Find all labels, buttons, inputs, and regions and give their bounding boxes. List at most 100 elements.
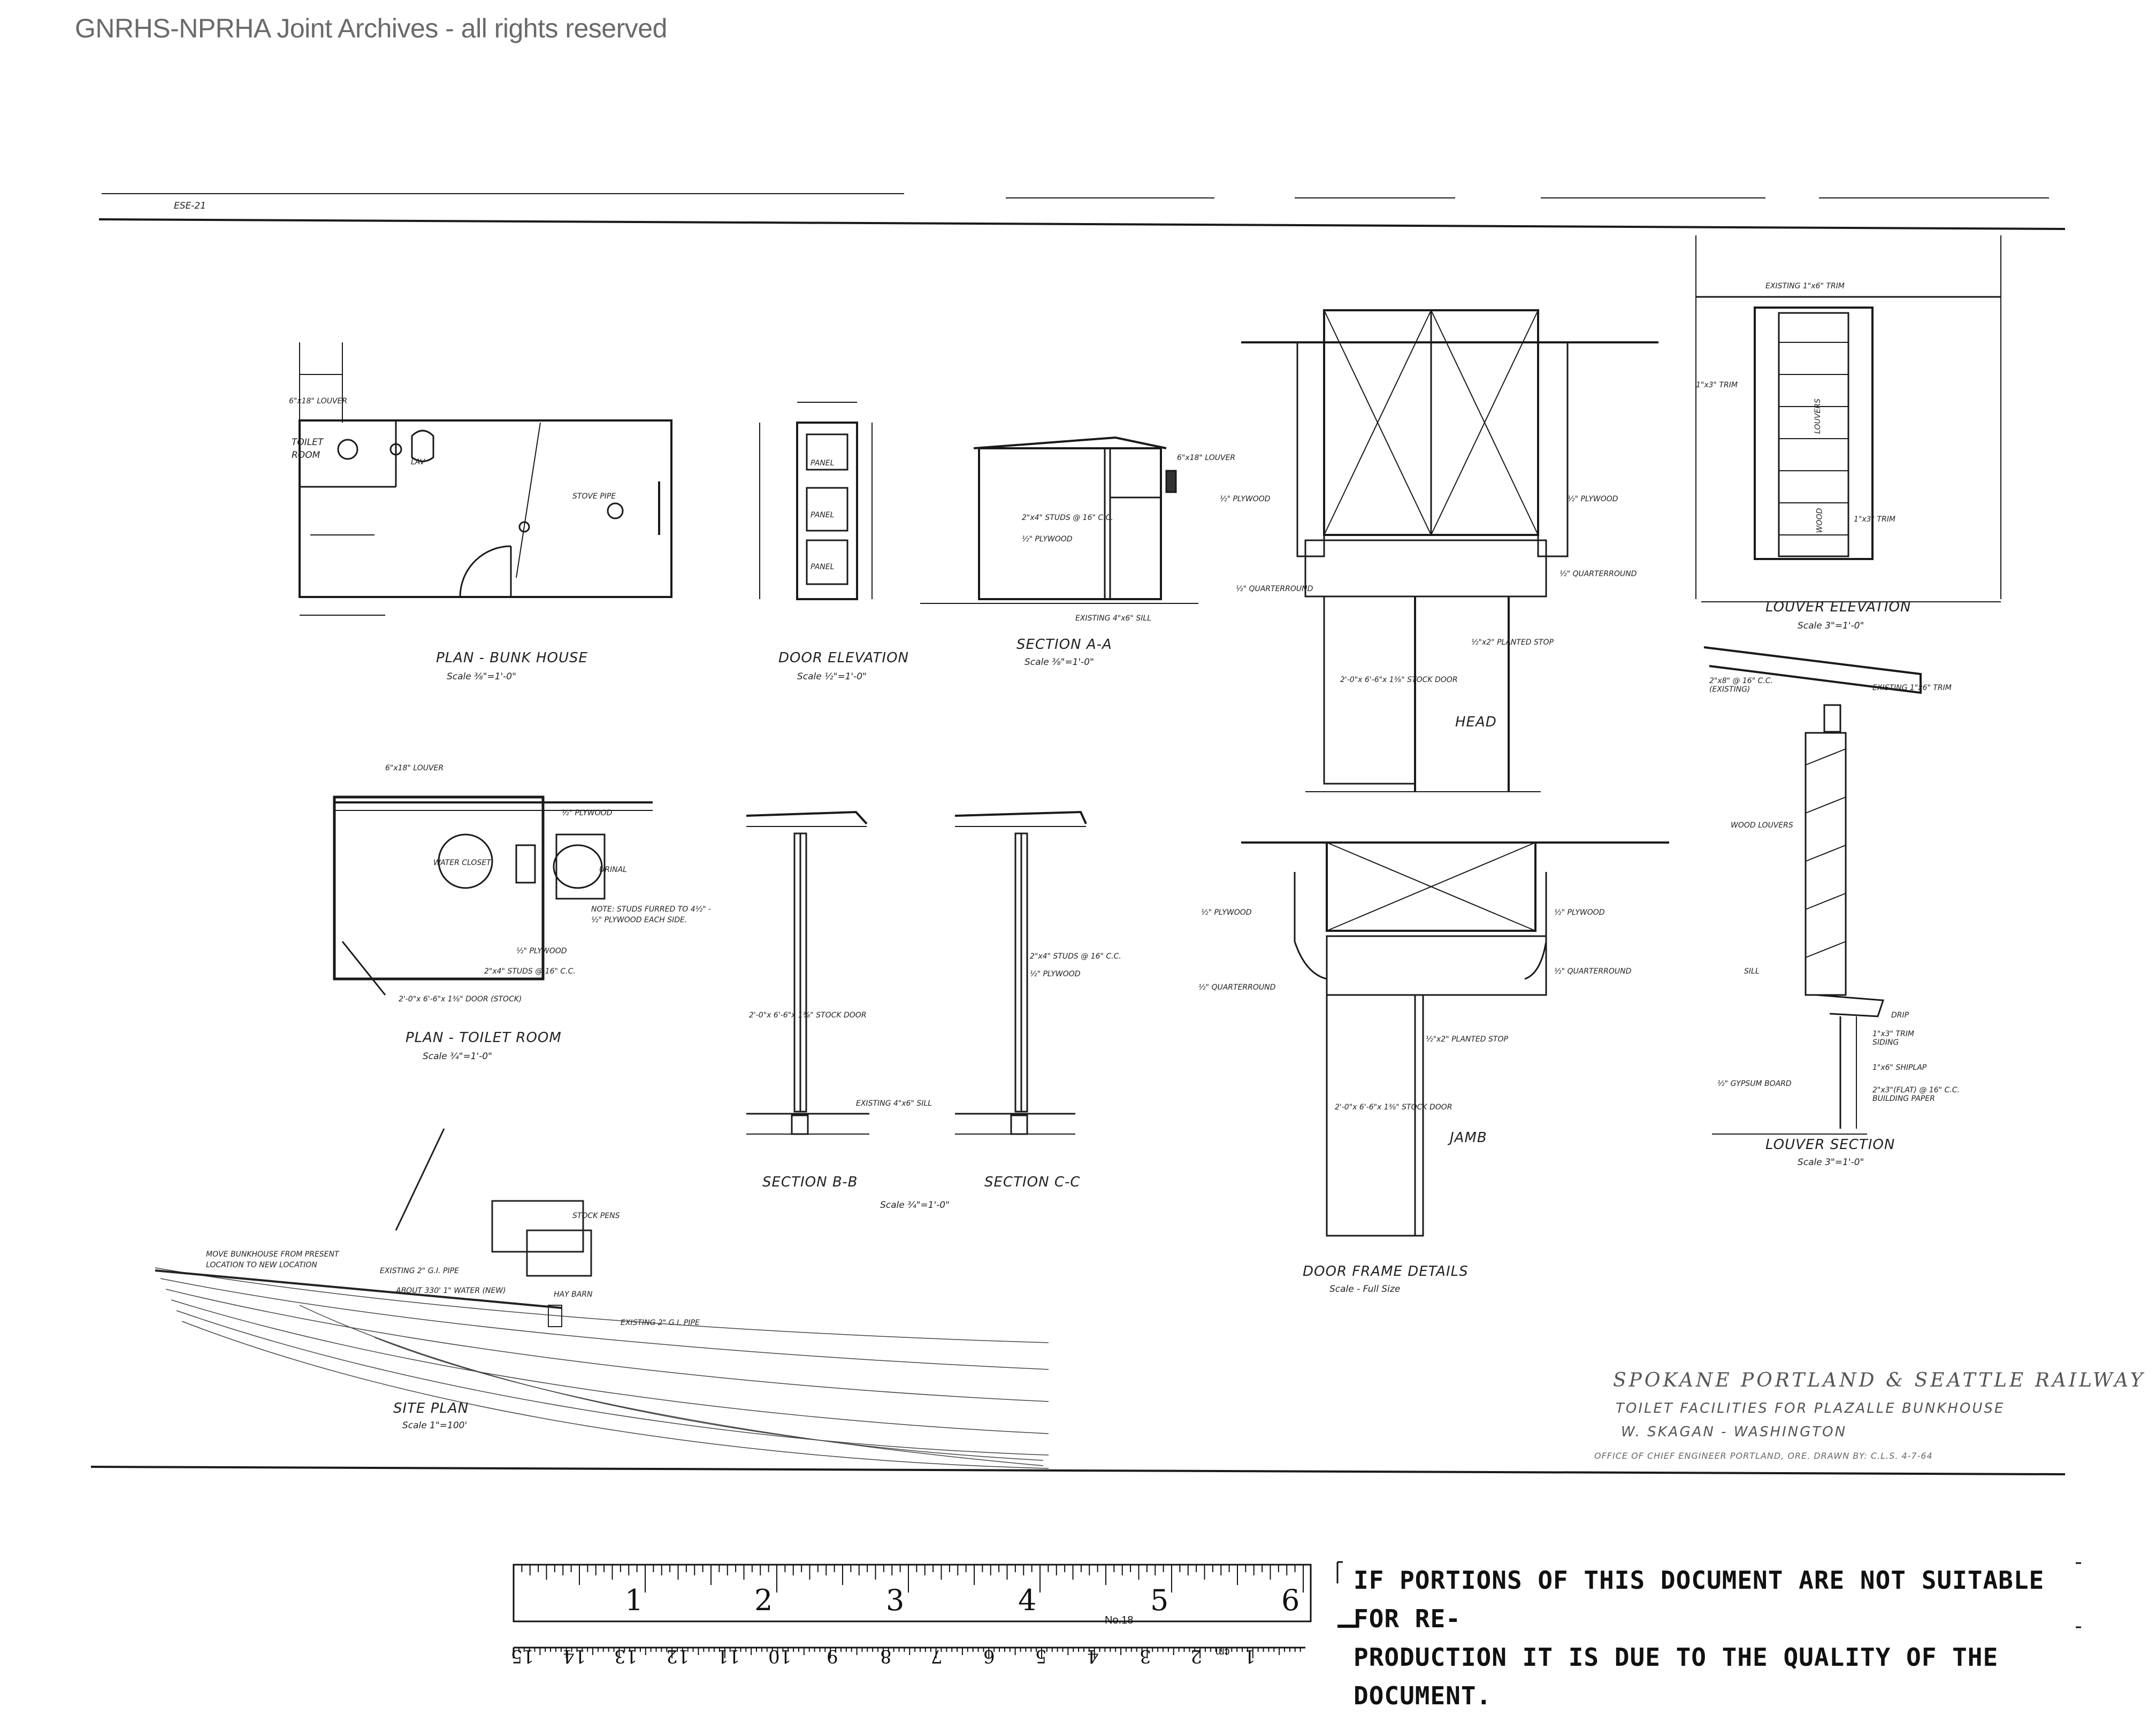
door-elevation-title: DOOR ELEVATION [778, 650, 909, 666]
louver-elev-trim-left: 1"x3" TRIM [1696, 381, 1738, 389]
head-planted-stop: ½"x2" PLANTED STOP [1471, 638, 1554, 647]
move-bunkhouse-note: MOVE BUNKHOUSE FROM PRESENT LOCATION TO … [206, 1250, 339, 1269]
plan-bunk-house-drawing [299, 342, 672, 616]
louver-sec-existing-trim: EXISTING 1"x6" TRIM [1872, 684, 1952, 692]
toilet-studs-label: 2"x4" STUDS @ 16" C.C. [484, 967, 576, 976]
louver-elevation-title: LOUVER ELEVATION [1765, 599, 1912, 615]
ruler-cm-15: 15 [511, 1645, 534, 1667]
ruler-cm-9: 9 [827, 1645, 838, 1667]
site-hay-barn: HAY BARN [554, 1290, 593, 1299]
sections-scale: Scale ¾"=1'-0" [880, 1200, 950, 1211]
site-existing-pipe-2: EXISTING 2" G.I. PIPE [621, 1319, 700, 1327]
blueprint-drawing [90, 193, 2081, 1658]
louver-elevation-scale: Scale 3"=1'-0" [1798, 621, 1864, 631]
ruler-cm-3: 3 [1140, 1645, 1151, 1667]
louver-section-drawing [1703, 646, 1922, 1135]
louver-elevation-drawing [1695, 235, 2001, 602]
ruler-cm-12: 12 [666, 1645, 690, 1667]
ruler-cm-4: 4 [1087, 1645, 1099, 1667]
stove-pipe-label: STOVE PIPE [572, 492, 616, 501]
section-cc-title: SECTION C-C [984, 1174, 1081, 1190]
toilet-door-label: 2'-0"x 6'-6"x 1⅜" DOOR (STOCK) [399, 995, 522, 1004]
sheet-ref: ESE-21 [174, 201, 207, 211]
section-aa-drawing [920, 436, 1198, 604]
section-bb-stock-door: 2'-0"x 6'-6"x 1⅜" STOCK DOOR [749, 1011, 867, 1020]
panel-label-2: PANEL [811, 511, 835, 519]
section-aa-plywood: ½" PLYWOOD [1022, 535, 1073, 543]
door-frame-details-scale: Scale - Full Size [1329, 1284, 1401, 1295]
section-aa-scale: Scale ⅜"=1'-0" [1025, 657, 1094, 668]
notice-frame [1336, 1561, 2081, 1628]
ruler-model-label: No.18 [1105, 1614, 1134, 1626]
urinal-label: URINAL [599, 866, 627, 874]
title-block-office: OFFICE OF CHIEF ENGINEER PORTLAND, ORE. … [1594, 1451, 1933, 1461]
louver-sec-wood-louvers: WOOD LOUVERS [1731, 821, 1793, 830]
site-plan-title: SITE PLAN [393, 1400, 469, 1417]
louver-elev-wood: WOOD [1815, 508, 1824, 533]
site-water-line: ABOUT 330' 1" WATER (NEW) [396, 1287, 506, 1295]
notice-line-2: PRODUCTION IT IS DUE TO THE QUALITY OF T… [1354, 1643, 1999, 1710]
ruler-cm-11: 11 [717, 1645, 740, 1667]
toilet-plywood-label-2: ½" PLYWOOD [516, 947, 567, 955]
ruler-cm-14: 14 [563, 1645, 586, 1667]
sheet-border-main [98, 218, 2066, 230]
plan-toilet-room-title: PLAN - TOILET ROOM [406, 1030, 562, 1046]
louver-section-scale: Scale 3"=1'-0" [1798, 1157, 1864, 1168]
title-block-railway: SPOKANE PORTLAND & SEATTLE RAILWAY [1613, 1369, 2146, 1391]
head-plywood-right: ½" PLYWOOD [1568, 495, 1618, 503]
site-stock-pens: STOCK PENS [572, 1212, 620, 1220]
ruler-cm-6: 6 [983, 1645, 995, 1667]
louver-sec-building-paper: 2"x3"(FLAT) @ 16" C.C. BUILDING PAPER [1872, 1086, 1960, 1103]
louver-elev-trim-right: 1"x3" TRIM [1854, 515, 1895, 524]
louver-section-title: LOUVER SECTION [1765, 1137, 1895, 1153]
title-block-location: W. SKAGAN - WASHINGTON [1621, 1424, 1847, 1440]
ruler-cm-8: 8 [880, 1645, 892, 1667]
toilet-room-label: TOILET ROOM [292, 437, 324, 461]
water-closet-label: WATER CLOSET [433, 859, 491, 867]
louver-sec-rafters: 2"x8" @ 16" C.C. (EXISTING) [1709, 677, 1773, 694]
louver-sec-shiplap: 1"x6" SHIPLAP [1872, 1063, 1927, 1072]
section-aa-title: SECTION A-A [1016, 637, 1112, 653]
louver-elev-louvers: LOUVERS [1813, 399, 1822, 434]
jamb-planted-stop: ½"x2" PLANTED STOP [1426, 1035, 1508, 1044]
section-bb-drawing [746, 810, 869, 1135]
site-plan-drawing [155, 1128, 1049, 1469]
door-frame-jamb-drawing [1241, 841, 1669, 1237]
panel-label-1: PANEL [811, 459, 835, 468]
site-existing-pipe: EXISTING 2" G.I. PIPE [380, 1267, 459, 1275]
ruler-cm-10: 10 [768, 1645, 792, 1667]
ruler-cm-7: 7 [931, 1645, 943, 1667]
ruler-cm-1: 1 [1244, 1645, 1256, 1667]
site-plan-scale: Scale 1"=100' [402, 1420, 468, 1431]
section-aa-sill: EXISTING 4"x6" SILL [1075, 614, 1151, 623]
sheet-border-bottom [90, 1466, 2066, 1475]
door-frame-details-title: DOOR FRAME DETAILS [1303, 1264, 1469, 1280]
head-quarterround-left: ½" QUARTERROUND [1236, 585, 1313, 593]
title-block-project: TOILET FACILITIES FOR PLAZALLE BUNKHOUSE [1616, 1400, 2005, 1417]
ruler-cm-label: cm [1215, 1646, 1230, 1658]
toilet-plywood-label: ½" PLYWOOD [562, 809, 613, 817]
louver-label-plan: 6"x18" LOUVER [289, 397, 348, 405]
louver-elev-existing-trim: EXISTING 1"x6" TRIM [1765, 282, 1845, 290]
sheet-border-top [102, 193, 2049, 198]
ruler-ticks [513, 1565, 1304, 1658]
plan-toilet-room-drawing [333, 795, 653, 996]
jamb-stock-door: 2'-0"x 6'-6"x 1⅜" STOCK DOOR [1335, 1103, 1452, 1112]
ruler-cm-13: 13 [614, 1645, 638, 1667]
ruler-inch-6: 6 [1281, 1583, 1300, 1617]
ruler-inch-4: 4 [1018, 1583, 1037, 1617]
louver-sec-drip: DRIP [1891, 1011, 1909, 1020]
head-plywood-left: ½" PLYWOOD [1220, 495, 1271, 503]
head-stock-door: 2'-0"x 6'-6"x 1⅜" STOCK DOOR [1340, 676, 1458, 684]
section-aa-studs: 2"x4" STUDS @ 16" C.C. [1022, 514, 1113, 522]
lav-label-plan: LAV [411, 458, 425, 466]
notice-line-1: IF PORTIONS OF THIS DOCUMENT ARE NOT SUI… [1354, 1566, 2045, 1633]
section-cc-drawing [954, 810, 1087, 1135]
plan-toilet-room-scale: Scale ¾"=1'-0" [423, 1051, 492, 1062]
section-bb-existing-sill: EXISTING 4"x6" SILL [856, 1099, 932, 1108]
plan-bunk-house-title: PLAN - BUNK HOUSE [436, 650, 588, 666]
plan-bunk-house-scale: Scale ⅜"=1'-0" [447, 671, 516, 682]
ruler-inch-5: 5 [1150, 1583, 1169, 1617]
jamb-label: JAMB [1450, 1130, 1487, 1146]
jamb-quarterround-left: ½" QUARTERROUND [1198, 983, 1276, 992]
